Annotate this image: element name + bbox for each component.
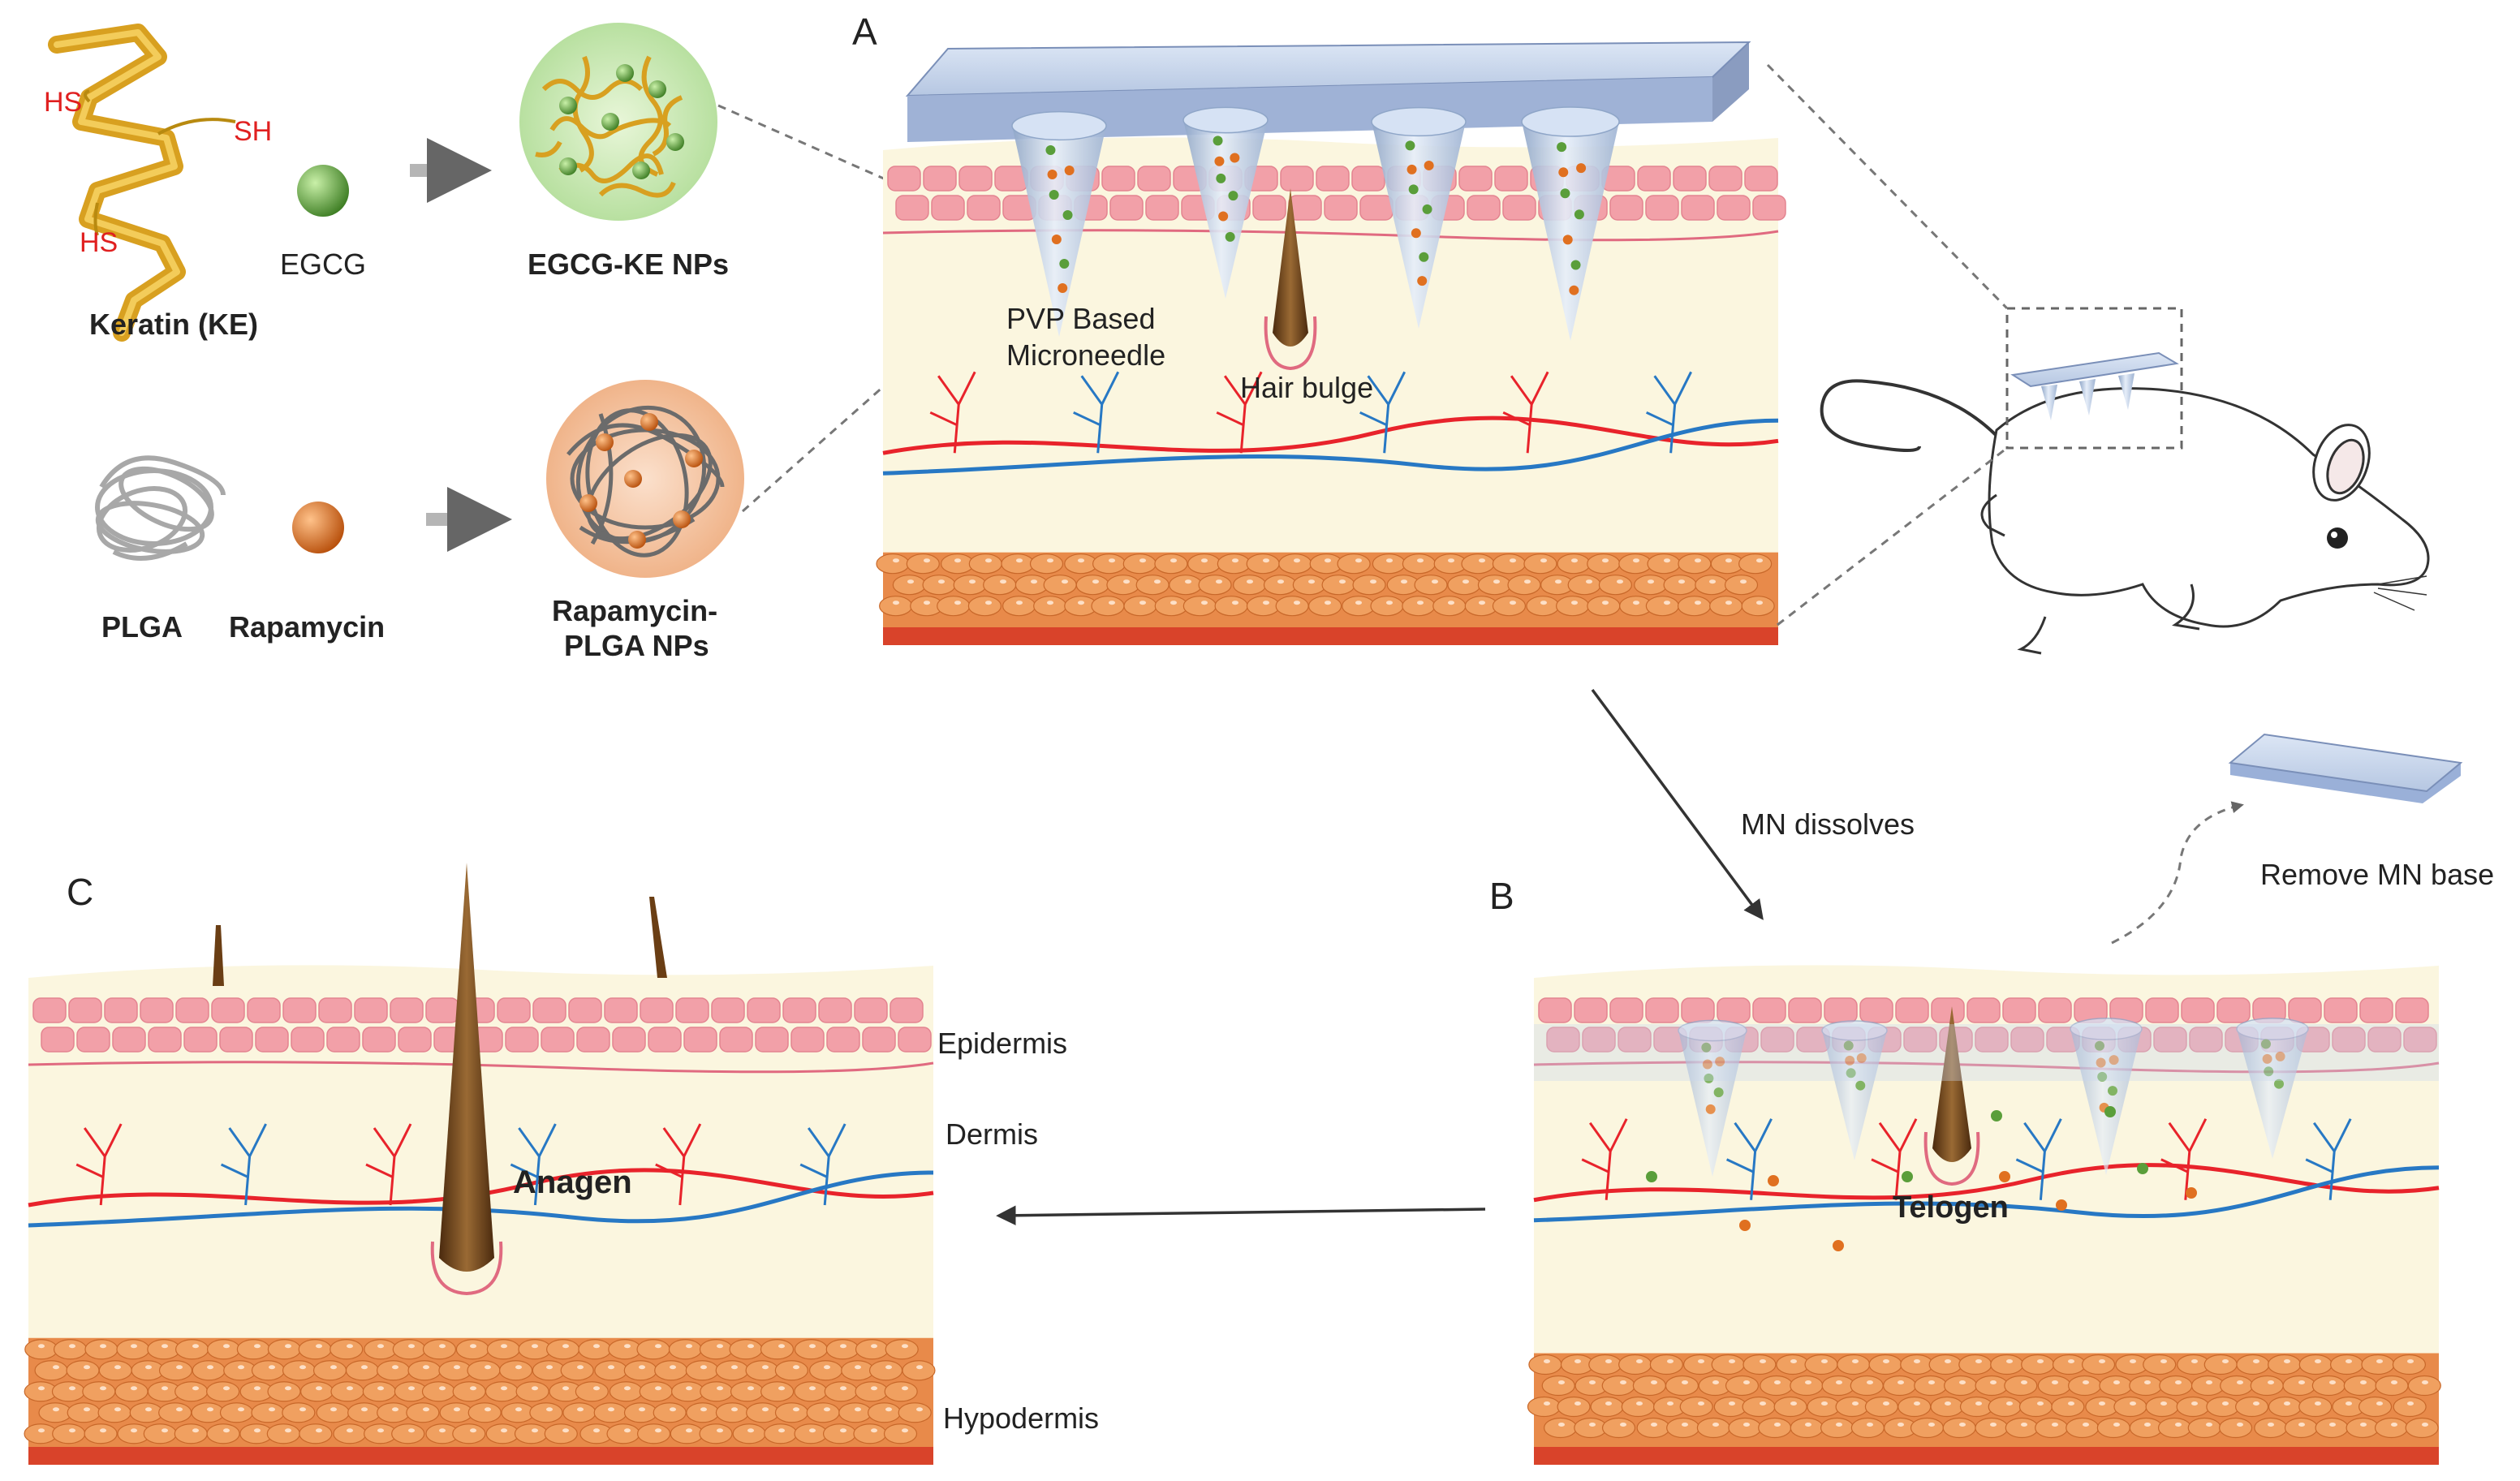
skin-panel-c	[24, 863, 936, 1465]
rapamycin-np-leader-line	[742, 258, 1027, 513]
egcg-label: EGCG	[280, 248, 366, 281]
remove-base-arrow	[2111, 801, 2244, 945]
anagen-hair-follicle	[430, 863, 503, 1296]
released-nanoparticle-6	[2056, 1199, 2067, 1211]
rapamycin-molecule-icon	[292, 502, 344, 553]
blood-vessels	[28, 1123, 934, 1228]
egcg-ke-nps-label: EGCG-KE NPs	[528, 248, 729, 281]
panel-c-label: C	[67, 871, 93, 913]
muscle-layer	[1534, 1447, 2439, 1465]
released-nanoparticle-7	[2137, 1163, 2148, 1174]
hypodermis-label: Hypodermis	[943, 1401, 1099, 1435]
blood-vessels	[882, 371, 1779, 476]
sh-label: SH	[234, 116, 272, 147]
hypodermis-fat-cells	[24, 1337, 936, 1447]
remove-mn-base-label: Remove MN base	[2260, 858, 2494, 891]
hypodermis-fat-cells	[876, 552, 1778, 627]
rapamycin-label: Rapamycin	[229, 610, 385, 644]
released-nanoparticle-8	[2186, 1187, 2197, 1199]
hair-follicle-a	[1264, 188, 1317, 371]
rapamycin-plga-nanoparticle-icon	[546, 380, 744, 578]
zoom-leader-top	[1766, 63, 2009, 310]
telogen-label: Telogen	[1893, 1190, 2009, 1225]
rapamycin-plga-nps-label-line1: Rapamycin-	[552, 594, 717, 627]
released-nanoparticle-4	[1991, 1110, 2002, 1122]
microneedle-3	[1371, 106, 1467, 329]
mn-dissolves-label: MN dissolves	[1741, 807, 1915, 841]
panel-b-label: B	[1489, 875, 1514, 917]
zoom-leader-bottom	[1777, 446, 2008, 626]
basement-membrane	[28, 1061, 934, 1074]
egcg-ke-nanoparticle-icon	[519, 23, 717, 221]
skin-panel-a	[876, 41, 1786, 645]
microneedle-1	[1011, 110, 1107, 337]
mouse-illustration	[1820, 379, 2430, 655]
released-nanoparticle-11	[2104, 1106, 2116, 1117]
rapamycin-plga-nps-label-line2: PLGA NPs	[564, 629, 709, 662]
mouse-microneedle-patch	[2005, 307, 2183, 450]
skin-panel-b	[1527, 965, 2441, 1465]
dissolving-needle-1	[1678, 1019, 1747, 1177]
microneedle-4	[1521, 106, 1620, 341]
keratin-label: Keratin (KE)	[89, 308, 258, 341]
microneedle-2	[1182, 106, 1269, 299]
dissolving-needle-3	[2070, 1018, 2143, 1175]
released-nanoparticle-3	[1902, 1171, 1913, 1182]
anagen-label: Anagen	[513, 1165, 632, 1200]
plga-polymer-icon	[95, 455, 226, 561]
pvp-microneedle-label-line1: PVP Based	[1006, 302, 1155, 335]
hair-follicle-b	[1923, 1006, 1980, 1186]
epidermis-label: Epidermis	[937, 1027, 1067, 1060]
panel-a-label: A	[852, 11, 877, 53]
dissolving-needle-2	[1821, 1020, 1888, 1160]
removed-mn-base-icon	[2228, 733, 2463, 803]
mn-dissolves-arrow	[1591, 688, 1764, 920]
dissolving-needle-4	[2236, 1018, 2309, 1159]
pvp-microneedle-label-line2: Microneedle	[1006, 338, 1165, 372]
released-nanoparticle-5	[1999, 1171, 2010, 1182]
released-nanoparticle-9	[1833, 1240, 1844, 1251]
dermis-layer	[1534, 965, 2439, 1465]
muscle-layer	[28, 1447, 933, 1465]
molecules-section: HS SH HS Keratin (KE) EGCG	[44, 23, 744, 662]
hair-bulge-label: Hair bulge	[1240, 371, 1373, 404]
hair-shaft-left	[213, 925, 224, 986]
hair-shaft-right	[649, 897, 667, 978]
hs-label-2: HS	[80, 227, 118, 258]
plga-label: PLGA	[101, 610, 183, 644]
keratin-helix-icon	[48, 24, 236, 342]
released-nanoparticle-2	[1768, 1175, 1779, 1186]
hypodermis-fat-cells	[1527, 1353, 2441, 1447]
dermis-label: Dermis	[946, 1117, 1038, 1151]
b-to-c-arrow	[996, 1205, 1486, 1225]
epidermis-cells	[32, 997, 932, 1053]
muscle-layer	[883, 627, 1778, 645]
released-nanoparticle-1	[1646, 1171, 1657, 1182]
released-nanoparticle-10	[1739, 1220, 1751, 1231]
dissolved-matrix-haze	[1534, 1024, 2439, 1081]
hs-label-1: HS	[44, 87, 82, 118]
blood-vessels	[1533, 1118, 2440, 1223]
egcg-molecule-icon	[297, 165, 349, 217]
